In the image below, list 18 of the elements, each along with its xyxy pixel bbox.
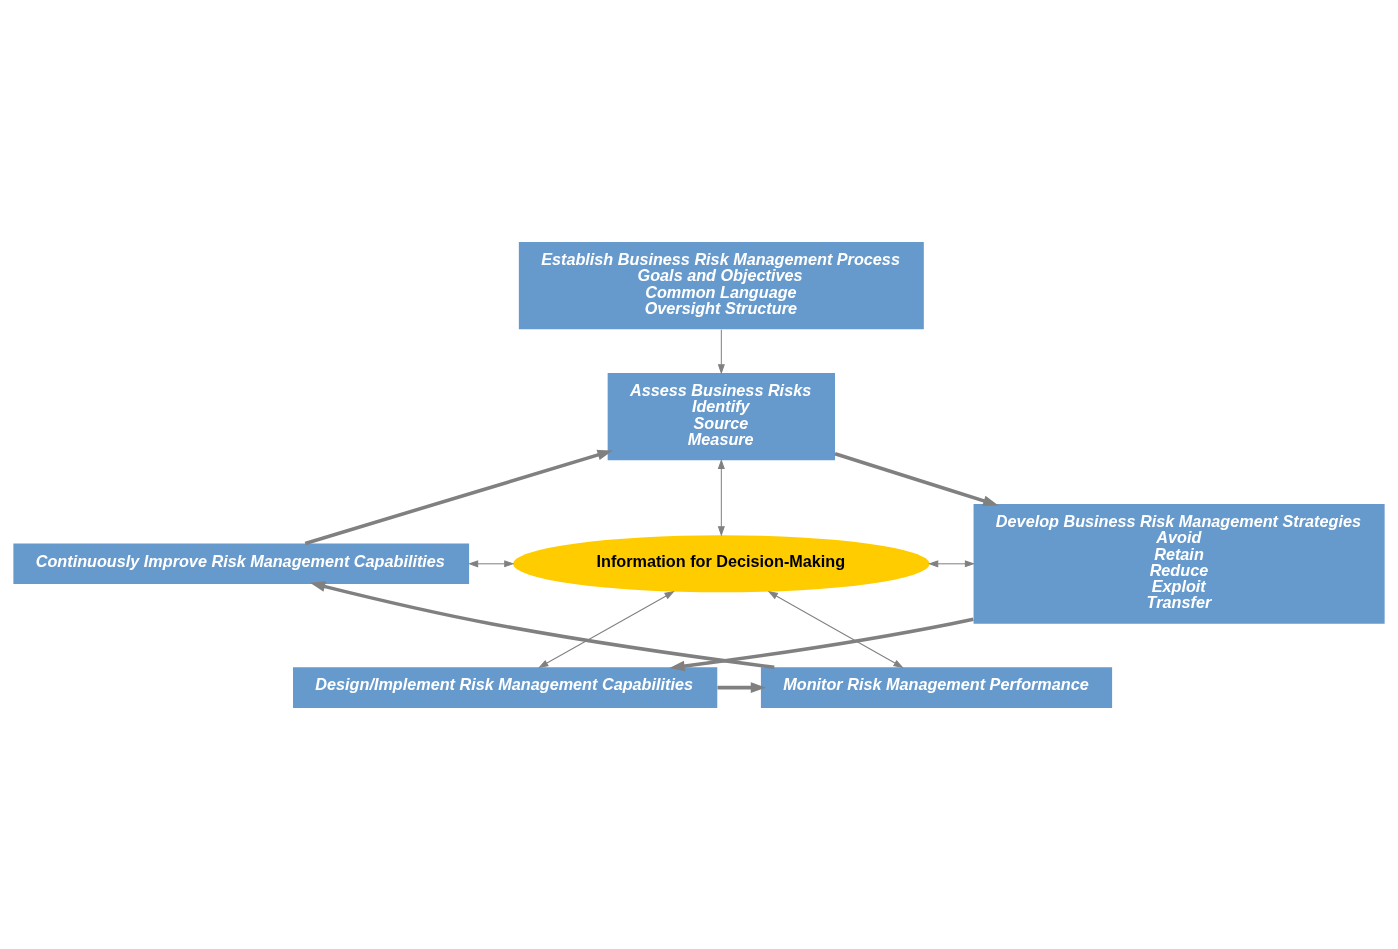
node-box: Design/Implement Risk Management Capabilities (293, 666, 718, 708)
arrow (717, 681, 767, 693)
node-box: Continuously Improve Risk Management Capabilities (13, 543, 470, 584)
arrow (538, 590, 675, 668)
node-box: Monitor Risk Management Performance (760, 666, 1113, 708)
arrow (717, 328, 725, 374)
arrow (669, 616, 974, 671)
arrow (717, 458, 725, 536)
arrow (304, 449, 613, 545)
arrow (767, 590, 904, 668)
node-box: Develop Business Risk Management Strategies Avoid Retain Reduce Exploit Transfer (973, 503, 1385, 624)
arrow (928, 559, 975, 567)
arrow (468, 559, 515, 567)
arrow (834, 451, 999, 506)
node-box: Assess Business Risks Identify Source Measure (607, 372, 835, 460)
node-box: Establish Business Risk Management Process Goals and Objectives Common Language Oversight Structure (518, 241, 924, 329)
arrow (309, 580, 775, 669)
node-ellipse: Information for Decision-Making (513, 534, 930, 592)
